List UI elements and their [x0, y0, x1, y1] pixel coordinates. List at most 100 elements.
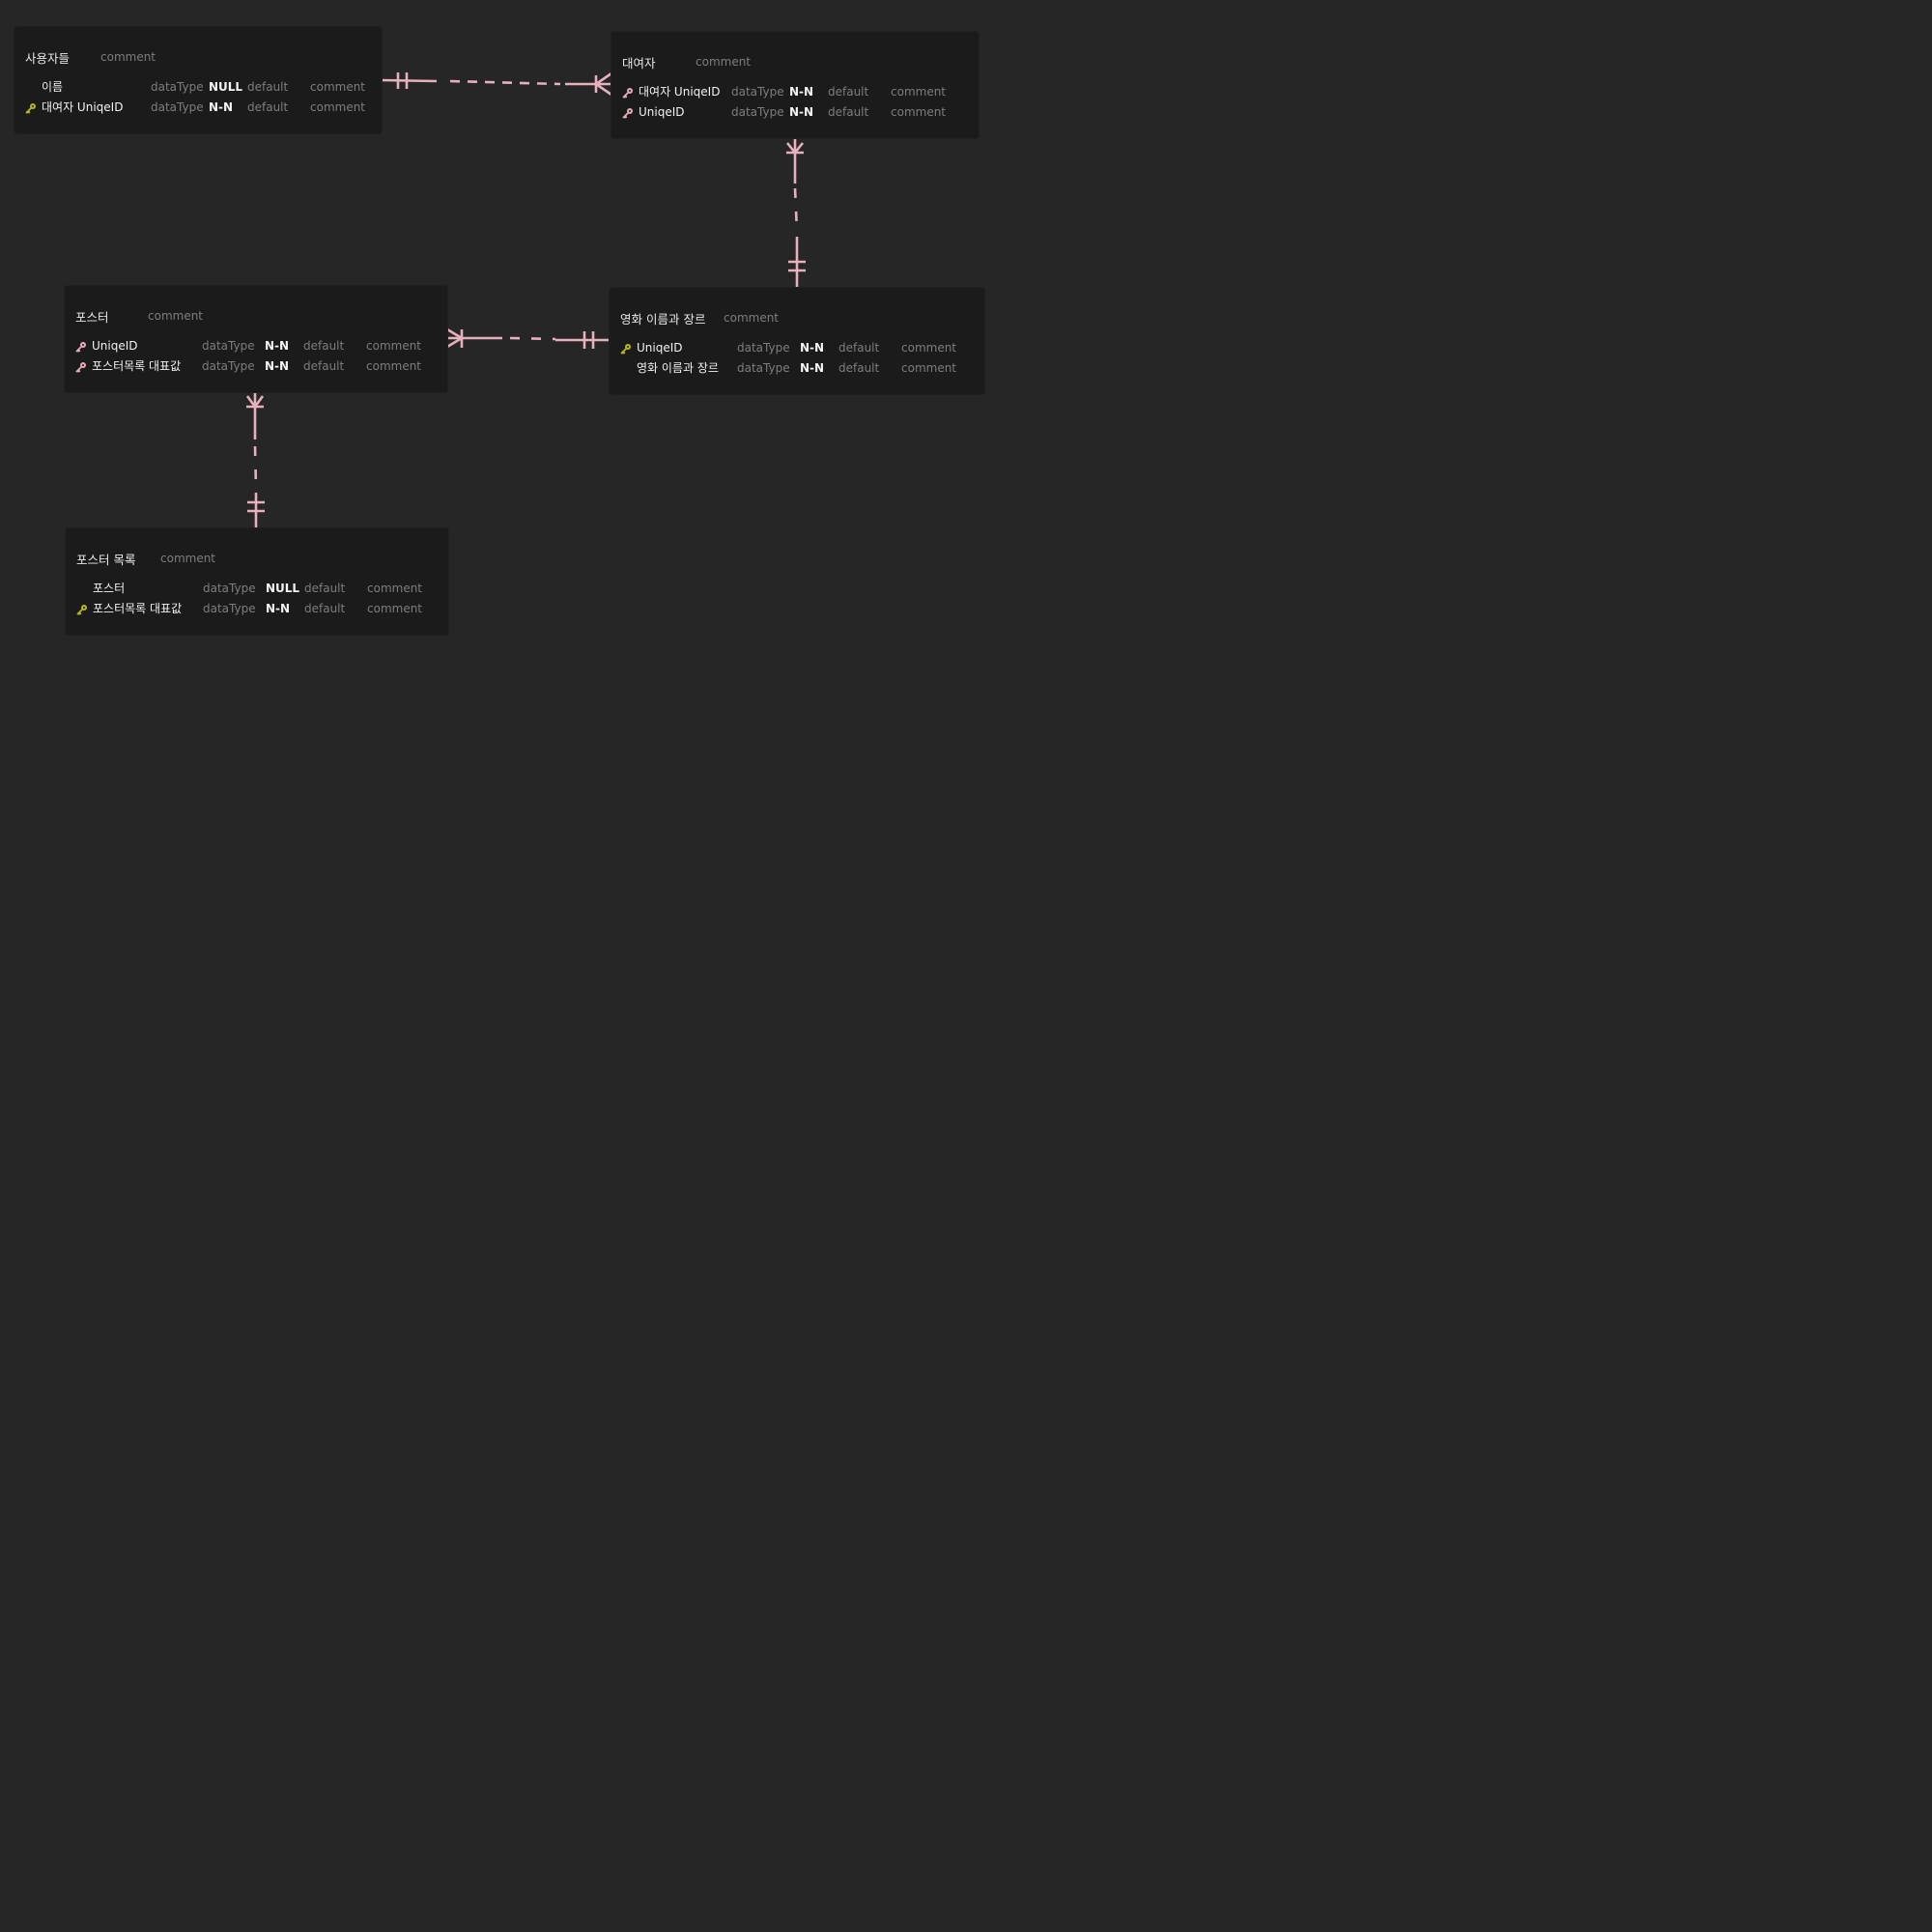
column-default[interactable]: default [303, 339, 345, 353]
column-comment[interactable]: comment [310, 80, 366, 94]
many-marker [446, 327, 463, 340]
column-row[interactable]: 포스터목록 대표값 dataType N-N default comment [76, 600, 442, 617]
column-datatype[interactable]: dataType [202, 339, 255, 353]
relation-line [509, 336, 556, 341]
table-comment[interactable]: comment [160, 552, 216, 565]
column-default[interactable]: default [304, 582, 346, 595]
table-comment[interactable]: comment [724, 311, 780, 325]
column-name[interactable]: 영화 이름과 장르 [637, 361, 719, 375]
primary-key-icon [76, 600, 88, 617]
column-name[interactable]: UniqeID [639, 105, 685, 119]
table-name[interactable]: 사용자들 [25, 50, 71, 66]
many-marker [785, 142, 797, 154]
foreign-key-icon [622, 83, 634, 100]
column-row[interactable]: 포스터목록 대표값 dataType N-N default comment [75, 357, 441, 375]
column-default[interactable]: default [247, 80, 289, 94]
table-header[interactable]: 포스터 목록 comment [76, 551, 439, 567]
foreign-key-icon [622, 103, 634, 121]
column-nullable[interactable]: N-N [266, 602, 291, 615]
column-name[interactable]: UniqeID [637, 341, 683, 355]
column-comment[interactable]: comment [310, 100, 366, 114]
table-comment[interactable]: comment [100, 50, 156, 64]
table-header[interactable]: 사용자들 comment [25, 49, 372, 66]
column-row[interactable]: UniqeID dataType N-N default comment [75, 337, 441, 355]
table-name[interactable]: 포스터 [75, 309, 109, 325]
column-datatype[interactable]: dataType [203, 602, 256, 615]
column-datatype[interactable]: dataType [731, 85, 784, 99]
relation-line [381, 78, 438, 83]
column-default[interactable]: default [304, 602, 346, 615]
table-name[interactable]: 포스터 목록 [76, 552, 136, 567]
primary-key-icon [25, 99, 37, 116]
many-marker [793, 142, 805, 154]
column-nullable[interactable]: N-N [265, 339, 290, 353]
table-header[interactable]: 대여자 comment [622, 54, 969, 71]
column-comment[interactable]: comment [891, 85, 947, 99]
table-name[interactable]: 영화 이름과 장르 [620, 311, 706, 327]
column-nullable[interactable]: NULL [209, 80, 243, 94]
table-comment[interactable]: comment [696, 55, 752, 69]
column-comment[interactable]: comment [901, 341, 957, 355]
column-datatype[interactable]: dataType [151, 80, 204, 94]
column-datatype[interactable]: dataType [737, 341, 790, 355]
column-comment[interactable]: comment [366, 339, 422, 353]
table-header[interactable]: 영화 이름과 장르 comment [620, 310, 975, 327]
table-header[interactable]: 포스터 comment [75, 308, 438, 325]
column-row[interactable]: 포스터 dataType NULL default comment [76, 580, 442, 597]
column-default[interactable]: default [247, 100, 289, 114]
column-datatype[interactable]: dataType [737, 361, 790, 375]
column-nullable[interactable]: N-N [265, 359, 290, 373]
column-row[interactable]: UniqeID dataType N-N default comment [620, 339, 979, 356]
column-datatype[interactable]: dataType [731, 105, 784, 119]
column-default[interactable]: default [828, 85, 869, 99]
column-default[interactable]: default [828, 105, 869, 119]
many-marker [245, 395, 257, 408]
table-comment[interactable]: comment [148, 309, 204, 323]
foreign-key-icon [75, 357, 87, 375]
column-comment[interactable]: comment [891, 105, 947, 119]
column-row[interactable]: 대여자 UniqeID dataType N-N default comment [25, 99, 376, 116]
table-name[interactable]: 대여자 [622, 55, 656, 71]
primary-key-icon [620, 339, 632, 356]
column-nullable[interactable]: NULL [266, 582, 300, 595]
column-row[interactable]: 대여자 UniqeID dataType N-N default comment [622, 83, 973, 100]
column-nullable[interactable]: N-N [800, 341, 825, 355]
many-marker [253, 395, 265, 408]
column-row[interactable]: UniqeID dataType N-N default comment [622, 103, 973, 121]
column-default[interactable]: default [303, 359, 345, 373]
column-datatype[interactable]: dataType [202, 359, 255, 373]
column-nullable[interactable]: N-N [209, 100, 234, 114]
column-name[interactable]: 포스터 [93, 582, 126, 595]
foreign-key-icon [75, 337, 87, 355]
column-name[interactable]: 포스터목록 대표값 [92, 359, 182, 373]
column-row[interactable]: 이름 dataType NULL default comment [25, 78, 376, 96]
column-name[interactable]: 포스터목록 대표값 [93, 602, 183, 615]
column-comment[interactable]: comment [366, 359, 422, 373]
column-datatype[interactable]: dataType [203, 582, 256, 595]
column-nullable[interactable]: N-N [789, 105, 814, 119]
column-name[interactable]: 대여자 UniqeID [42, 100, 124, 114]
column-nullable[interactable]: N-N [789, 85, 814, 99]
many-marker [446, 336, 463, 349]
relation-line [449, 79, 561, 86]
column-comment[interactable]: comment [901, 361, 957, 375]
column-name[interactable]: 대여자 UniqeID [639, 85, 721, 99]
column-row[interactable]: 영화 이름과 장르 dataType N-N default comment [620, 359, 979, 377]
column-nullable[interactable]: N-N [800, 361, 825, 375]
many-marker [595, 82, 612, 97]
column-comment[interactable]: comment [367, 582, 423, 595]
column-default[interactable]: default [838, 341, 880, 355]
column-comment[interactable]: comment [367, 602, 423, 615]
column-default[interactable]: default [838, 361, 880, 375]
many-marker [595, 71, 612, 86]
no-key-spacer [76, 580, 88, 597]
table-posterlist[interactable]: 포스터 목록 comment 포스터 dataType NULL default comme… [66, 528, 448, 635]
column-datatype[interactable]: dataType [151, 100, 204, 114]
column-name[interactable]: UniqeID [92, 339, 138, 353]
column-name[interactable]: 이름 [42, 80, 64, 94]
